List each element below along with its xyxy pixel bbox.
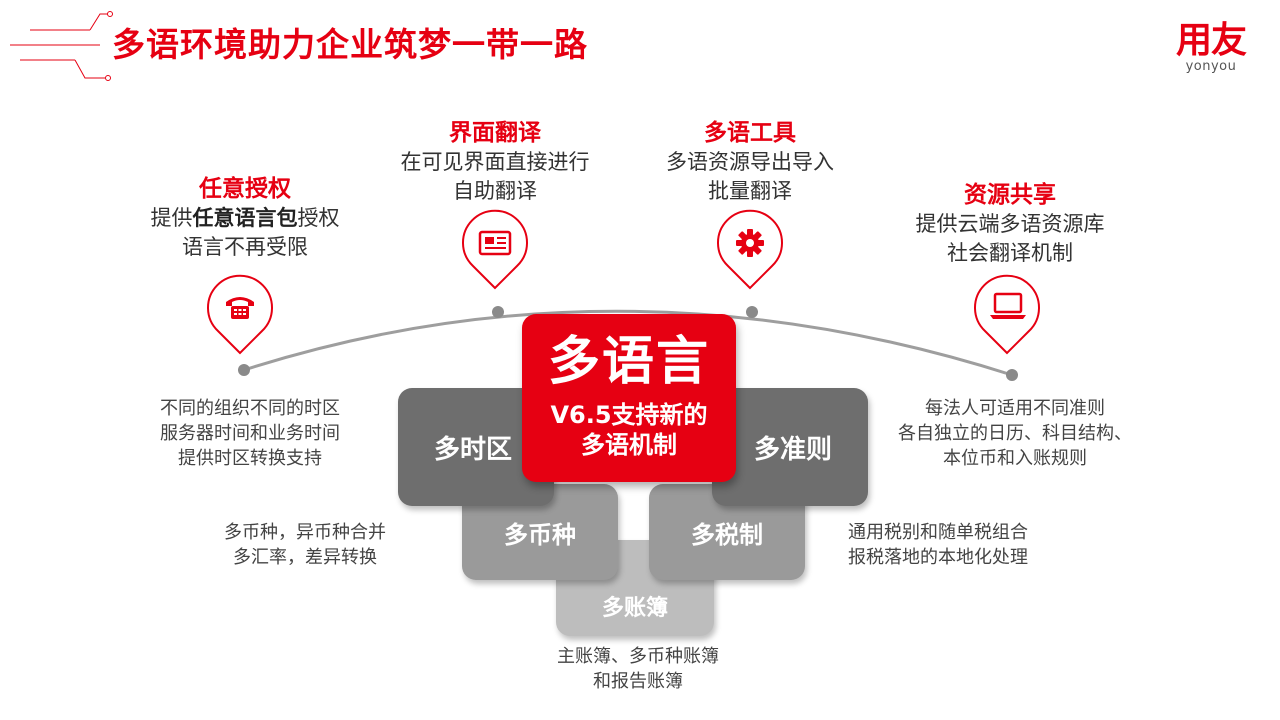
tax-description: 通用税别和随单税组合 报税落地的本地化处理 <box>848 520 1068 570</box>
feature-tools-heading: 多语工具 <box>704 120 796 146</box>
multilanguage-title: 多语言 <box>547 332 710 392</box>
multilanguage-box: 多语言 V6.5支持新的 多语机制 <box>522 314 736 482</box>
logo-subtext: yonyou <box>1185 59 1237 74</box>
ledger-description: 主账簿、多币种账簿 和报告账簿 <box>530 644 746 694</box>
feature-ui-translate-heading: 界面翻译 <box>449 120 541 146</box>
text-bold: 任意语言包 <box>192 206 298 230</box>
rules-description: 每法人可适用不同准则 各自独立的日历、科目结构、 本位币和入账规则 <box>890 396 1140 471</box>
feature-tools-line1: 多语资源导出导入 <box>666 150 834 174</box>
feature-tools-line2: 批量翻译 <box>708 179 792 203</box>
rules-desc-line: 本位币和入账规则 <box>943 448 1087 469</box>
tax-desc-line: 报税落地的本地化处理 <box>848 547 1028 568</box>
feature-authorize-line2: 语言不再受限 <box>182 235 308 259</box>
currency-desc-line: 多币种，异币种合并 <box>224 522 386 543</box>
feature-authorize: 任意授权 提供任意语言包授权 语言不再受限 <box>125 174 365 262</box>
timezone-description: 不同的组织不同的时区 服务器时间和业务时间 提供时区转换支持 <box>130 396 370 471</box>
text-pre: 提供 <box>150 206 193 230</box>
newspaper-icon <box>478 230 512 256</box>
feature-share-line1: 提供云端多语资源库 <box>915 212 1105 236</box>
rules-desc-line: 各自独立的日历、科目结构、 <box>898 423 1132 444</box>
rules-box: 多准则 <box>712 388 868 506</box>
laptop-icon <box>990 292 1026 319</box>
logo-text: 用友 <box>1175 20 1247 61</box>
page-title: 多语环境助力企业筑梦一带一路 <box>112 25 588 64</box>
currency-desc-line: 多汇率，差异转换 <box>233 547 377 568</box>
feature-authorize-heading: 任意授权 <box>199 176 291 202</box>
feature-share-line2: 社会翻译机制 <box>947 241 1073 265</box>
text-post: 授权 <box>297 206 340 230</box>
multilanguage-sub1: V6.5支持新的 <box>550 401 708 429</box>
rules-desc-line: 每法人可适用不同准则 <box>925 398 1105 419</box>
header-decoration <box>10 11 113 81</box>
timezone-desc-line: 服务器时间和业务时间 <box>160 423 340 444</box>
feature-ui-translate: 界面翻译 在可见界面直接进行 自助翻译 <box>375 118 615 206</box>
pin-share <box>974 274 1040 355</box>
feature-share: 资源共享 提供云端多语资源库 社会翻译机制 <box>885 180 1135 268</box>
currency-description: 多币种，异币种合并 多汇率，差异转换 <box>200 520 410 570</box>
feature-ui-translate-line2: 自助翻译 <box>453 179 537 203</box>
feature-authorize-line1: 提供任意语言包授权 <box>125 204 365 233</box>
ledger-desc-line: 和报告账簿 <box>593 671 683 692</box>
pin-ui-translate <box>462 209 528 290</box>
feature-ui-translate-line1: 在可见界面直接进行 <box>400 150 590 174</box>
gear-icon <box>736 229 764 257</box>
timezone-desc-line: 提供时区转换支持 <box>178 448 322 469</box>
feature-share-heading: 资源共享 <box>964 182 1056 208</box>
timezone-desc-line: 不同的组织不同的时区 <box>160 398 340 419</box>
feature-tools: 多语工具 多语资源导出导入 批量翻译 <box>630 118 870 206</box>
brand-logo: 用友 yonyou <box>1175 20 1247 74</box>
multilanguage-sub2: 多语机制 <box>581 431 677 459</box>
tax-desc-line: 通用税别和随单税组合 <box>848 522 1028 543</box>
ledger-desc-line: 主账簿、多币种账簿 <box>557 646 719 667</box>
telephone-icon <box>226 297 254 319</box>
